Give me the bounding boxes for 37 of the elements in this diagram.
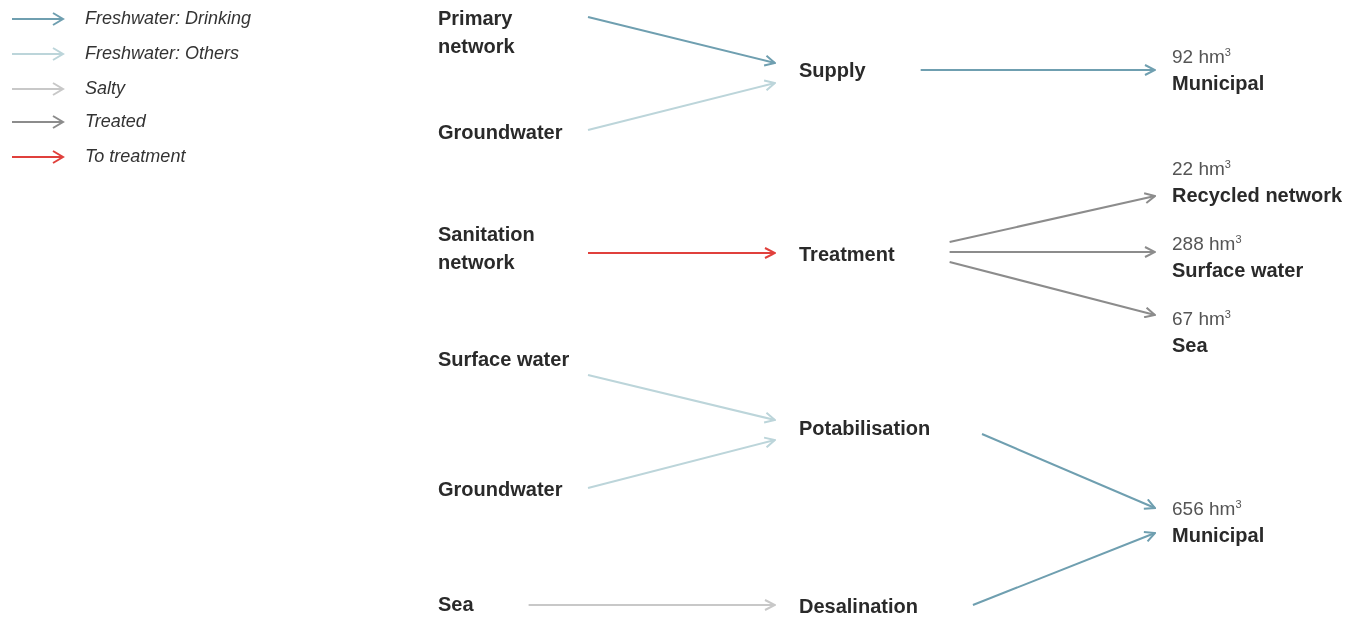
node-label: Sea xyxy=(438,592,474,617)
node-label: Sanitation network xyxy=(438,222,536,275)
node-label: Surface water xyxy=(1172,258,1304,284)
arrow xyxy=(948,261,1156,319)
node-label: Municipal xyxy=(1172,71,1265,97)
arrow xyxy=(919,64,1156,76)
volume-label: 92 hm$^{3}$ xyxy=(1172,45,1232,70)
legend-label: Treated xyxy=(85,111,146,132)
node-label: Surface water xyxy=(438,347,570,372)
process-label: Treatment xyxy=(799,242,895,267)
volume-label: 67 hm$^{3}$ xyxy=(1172,307,1232,332)
volume-label: 288 hm$^{3}$ xyxy=(1172,232,1243,257)
arrow xyxy=(587,79,776,131)
volume-label: 656 hm$^{3}$ xyxy=(1172,497,1243,522)
arrow xyxy=(948,246,1156,258)
arrow xyxy=(981,433,1156,510)
legend-label: Freshwater: Others xyxy=(85,43,240,64)
arrow xyxy=(587,247,776,259)
process-label: Desalination xyxy=(799,594,918,619)
arrow xyxy=(587,16,776,67)
node-label: Primary network xyxy=(438,6,516,59)
node-label: Municipal xyxy=(1172,523,1265,549)
legend-label: To treatment xyxy=(85,146,186,167)
volume-label: 22 hm$^{3}$ xyxy=(1172,157,1232,182)
arrow xyxy=(587,374,776,424)
node-label: Sea xyxy=(1172,333,1208,359)
arrow xyxy=(527,599,776,611)
node-label: Groundwater xyxy=(438,120,563,145)
arrow xyxy=(948,192,1156,243)
legend-label: Freshwater: Drinking xyxy=(85,8,252,29)
legend-label: Salty xyxy=(85,78,126,99)
process-label: Potabilisation xyxy=(799,416,931,441)
arrow xyxy=(971,531,1156,606)
node-label: Groundwater xyxy=(438,477,563,502)
process-label: Supply xyxy=(799,58,866,83)
node-label: Recycled network xyxy=(1172,183,1343,209)
arrow xyxy=(587,436,776,489)
